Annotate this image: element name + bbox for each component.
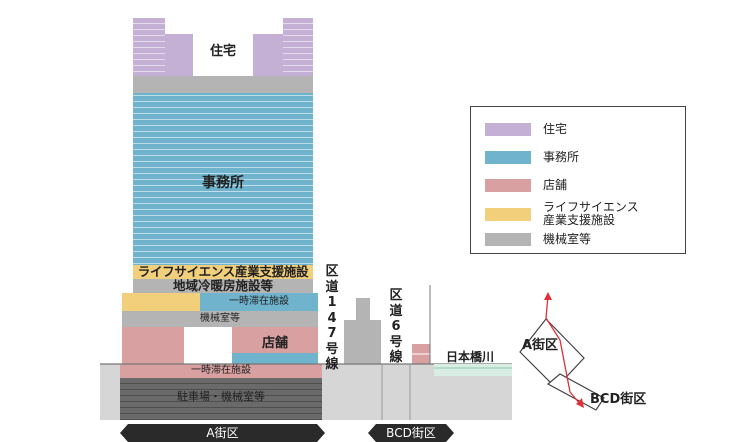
label-route-6: 区 道 6 号 線: [389, 288, 403, 365]
site-map-block-a: [519, 318, 585, 389]
parking-basement-stripes: [120, 378, 322, 420]
river: [434, 364, 512, 376]
legend-label: ライフサイエンス 産業支援施設: [543, 200, 639, 227]
residential-right-step: [253, 34, 283, 76]
legend-item-retail: 店舗: [485, 179, 567, 192]
label-office: 事務所: [202, 175, 244, 191]
machine-room-band: [122, 311, 318, 327]
label-lifescience-floor: ライフサイエンス産業支援施設: [137, 264, 309, 279]
tag-a-shape: [120, 424, 325, 442]
label-district-heating: 地域冷暖房施設等: [172, 278, 273, 293]
label-machine-room: 機械室等: [200, 313, 240, 324]
label-map-district-bcd: BCD街区: [590, 392, 647, 407]
residential-center-void: [193, 18, 253, 76]
retail-open-void: [184, 327, 232, 364]
tag-bcd-label: BCD街区: [386, 426, 436, 440]
lifescience-podium: [122, 293, 200, 311]
legend-label: 事務所: [543, 150, 580, 164]
lifescience-band: [133, 265, 313, 279]
tag-bcd-background: [368, 424, 454, 442]
district-heating-band: [133, 279, 313, 293]
retail-right-block: [232, 327, 318, 353]
label-temporary-stay-lower: 一時滞在施設: [191, 365, 251, 376]
office-tower-stripes: [133, 93, 313, 265]
legend-label: 住宅: [543, 122, 568, 136]
temporary-stay-lower-band: [120, 364, 322, 378]
residential-right-void: [253, 20, 283, 34]
retail-swatch: [485, 179, 531, 192]
machine-band-upper: [133, 76, 313, 93]
label-river: 日本橋川: [446, 350, 495, 364]
residential-swatch: [485, 123, 531, 136]
legend-label: 店舗: [543, 178, 568, 192]
section-cut-arrow-top: [544, 292, 552, 300]
residential-right-tower-stripes: [283, 18, 313, 76]
bcd-grey-building-top: [356, 298, 370, 320]
tag-a-label: A街区: [206, 426, 239, 440]
legend-item-lifescience: ライフサイエンス 産業支援施設: [485, 201, 639, 227]
retail-left-block: [122, 327, 184, 364]
residential-left-void: [165, 20, 193, 34]
residential-left-tower-stripes: [133, 18, 165, 76]
section-cut-line: [545, 295, 581, 405]
legend: 住宅 事務所 店舗 ライフサイエンス 産業支援施設 機械室等: [470, 106, 686, 254]
legend-item-machine: 機械室等: [485, 233, 591, 246]
label-residential: 住宅: [209, 44, 236, 59]
legend-item-residential: 住宅: [485, 123, 567, 136]
office-swatch: [485, 151, 531, 164]
machine-swatch: [485, 233, 531, 246]
tag-a-background: [120, 424, 325, 442]
legend-label: 機械室等: [543, 232, 592, 246]
legend-item-office: 事務所: [485, 151, 579, 164]
temporary-stay-upper-block: [200, 293, 318, 311]
residential-left-step: [165, 34, 193, 76]
site-map: [519, 292, 605, 411]
lifescience-swatch: [485, 207, 531, 221]
label-map-district-a: A街区: [522, 338, 559, 353]
label-route-147: 区 道 1 4 7 号 線: [325, 264, 339, 372]
tag-bcd-shape: [368, 424, 454, 442]
label-temporary-stay-upper: 一時滞在施設: [229, 296, 289, 307]
retail-office-strip: [232, 353, 318, 364]
label-retail: 店舗: [261, 336, 288, 351]
bcd-grey-building: [344, 320, 381, 364]
label-parking: 駐車場・機械室等: [177, 390, 265, 403]
section-cut-arrow-bottom: [576, 398, 584, 408]
